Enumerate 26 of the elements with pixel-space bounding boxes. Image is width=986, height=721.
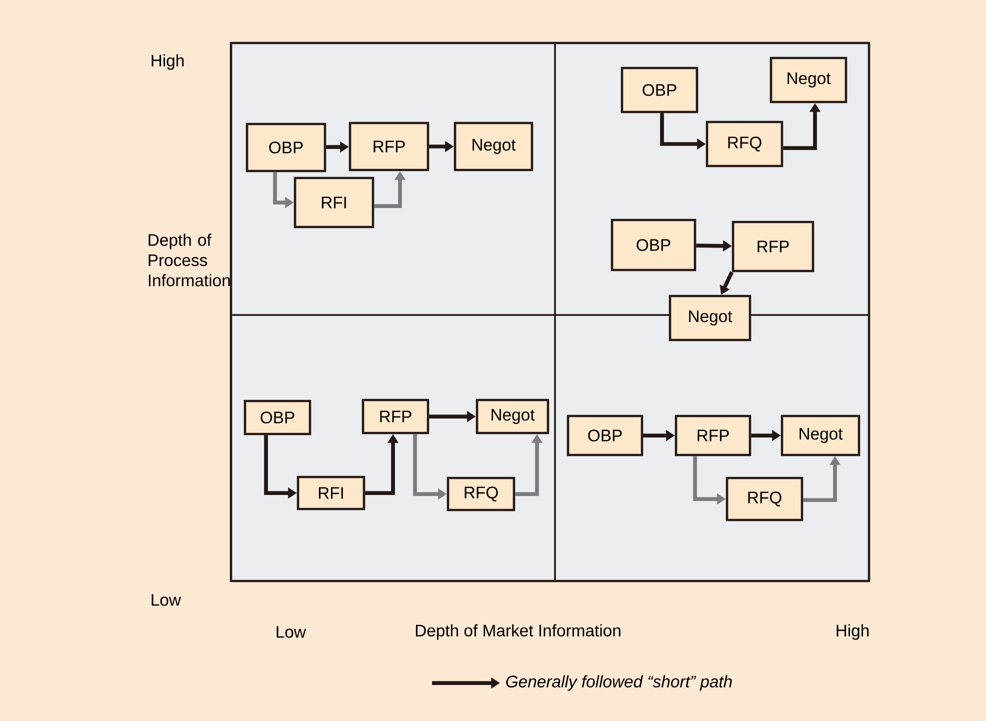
- step-box: Negot: [668, 294, 752, 342]
- step-box: RFP: [674, 414, 752, 456]
- step-box: OBP: [610, 218, 696, 272]
- axis-label: Depth of Market Information: [416, 624, 620, 640]
- axis-label: Low: [152, 594, 182, 606]
- step-box: RFQ: [446, 476, 516, 512]
- step-box: OBP: [620, 66, 698, 114]
- step-box: RFI: [294, 176, 374, 228]
- step-box: Negot: [454, 122, 534, 172]
- step-box: OBP: [244, 400, 312, 436]
- step-box: RFP: [348, 122, 430, 172]
- step-box: RFQ: [706, 120, 784, 168]
- step-box: Negot: [780, 414, 860, 456]
- step-box: RFI: [296, 476, 366, 510]
- step-box: Negot: [476, 398, 550, 434]
- axis-label: High: [152, 54, 184, 70]
- step-box: OBP: [566, 414, 644, 456]
- legend-text: Generally followed “short” path: [506, 675, 732, 691]
- axis-label: Low: [276, 626, 306, 638]
- step-box: OBP: [246, 122, 326, 172]
- step-box: RFP: [362, 398, 430, 434]
- step-box: RFQ: [726, 476, 804, 522]
- step-box: Negot: [770, 56, 848, 104]
- step-box: RFP: [732, 220, 814, 272]
- axis-label: High: [836, 624, 869, 640]
- axis-label: Depth of Process Information: [148, 234, 230, 286]
